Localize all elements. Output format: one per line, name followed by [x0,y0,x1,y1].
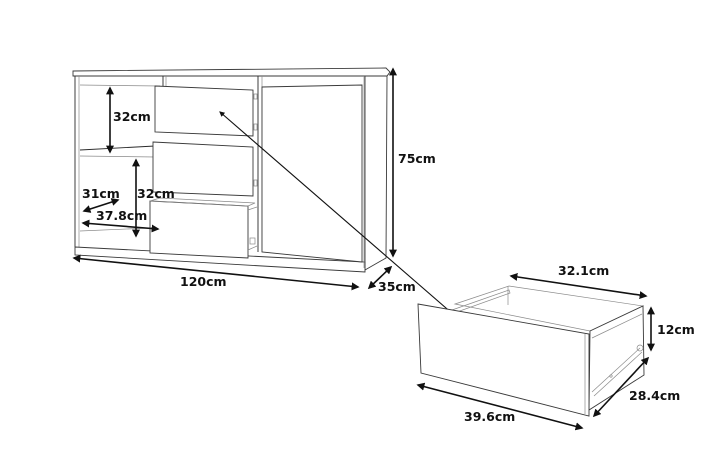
cabinet-drawer-3 [149,200,249,259]
inner-width-label: 37.8cm [96,208,147,223]
lower-opening-height-label: 32cm [137,186,175,201]
cabinet-top [72,67,391,77]
cabinet-depth-label: 35cm [378,279,416,294]
cabinet-width-label: 120cm [180,274,227,289]
drawer-dimensions: 32.1cm 12cm 28.4cm 39.6cm [416,263,695,431]
cabinet-dimensions: 32cm 32cm 31cm 37.8cm 120cm 75cm 35cm [72,67,436,294]
inner-depth-label: 31cm [82,186,120,201]
drawer-height-label: 12cm [657,322,695,337]
cabinet-drawing [72,67,391,273]
drawer-front [417,303,590,417]
cabinet-right-side [364,75,388,271]
shelf-height-label: 32cm [113,109,151,124]
cabinet-door [261,84,363,263]
drawer-depth-label: 28.4cm [629,388,680,403]
cabinet-height-label: 75cm [398,151,436,166]
drawer-width-label: 39.6cm [464,409,515,424]
drawer-drawing [417,285,645,417]
cabinet-drawer-1 [154,85,254,137]
cabinet-drawer-2 [152,141,254,197]
drawer-inner-width-label: 32.1cm [558,263,609,278]
